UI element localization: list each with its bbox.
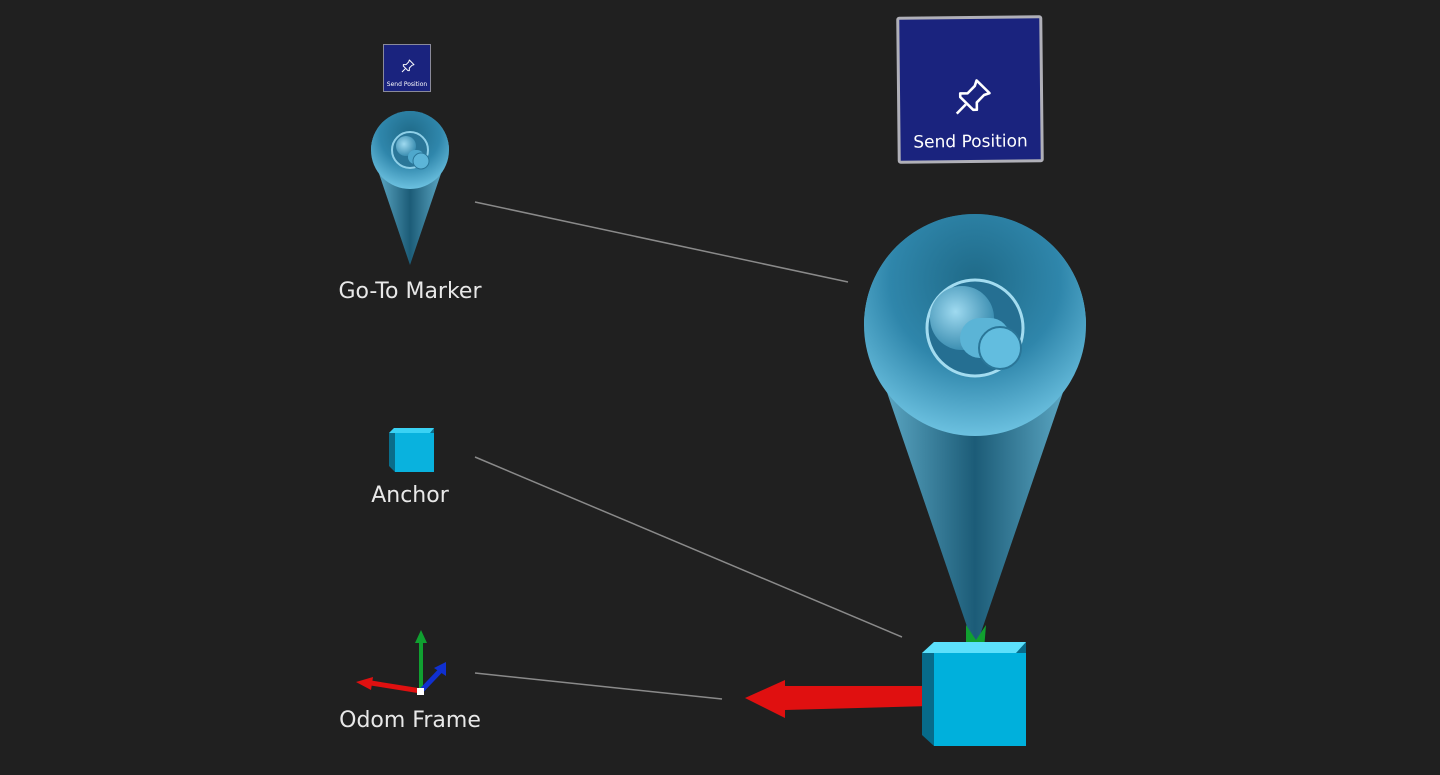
odom-frame-small-icon	[356, 630, 446, 695]
odom-frame-label: Odom Frame	[339, 708, 481, 733]
axis-x-large-arrow	[745, 680, 930, 718]
anchor-label: Anchor	[371, 483, 449, 508]
anchor-cube-large-icon	[922, 642, 1026, 746]
send-position-button-small[interactable]: Send Position	[383, 44, 431, 92]
leader-line-anchor	[474, 456, 903, 638]
send-position-label-large: Send Position	[913, 131, 1028, 153]
pushpin-icon	[955, 79, 991, 115]
send-position-label-small: Send Position	[386, 81, 428, 88]
goto-marker-label: Go-To Marker	[338, 279, 482, 304]
pushpin-icon	[401, 59, 415, 73]
anchor-cube-small-icon	[389, 428, 434, 472]
goto-marker-small-icon	[371, 111, 449, 265]
goto-marker-large-icon	[864, 214, 1086, 650]
send-position-button-large[interactable]: Send Position	[896, 15, 1044, 164]
leader-line-odom	[474, 672, 723, 700]
leader-line-goto	[474, 201, 849, 283]
